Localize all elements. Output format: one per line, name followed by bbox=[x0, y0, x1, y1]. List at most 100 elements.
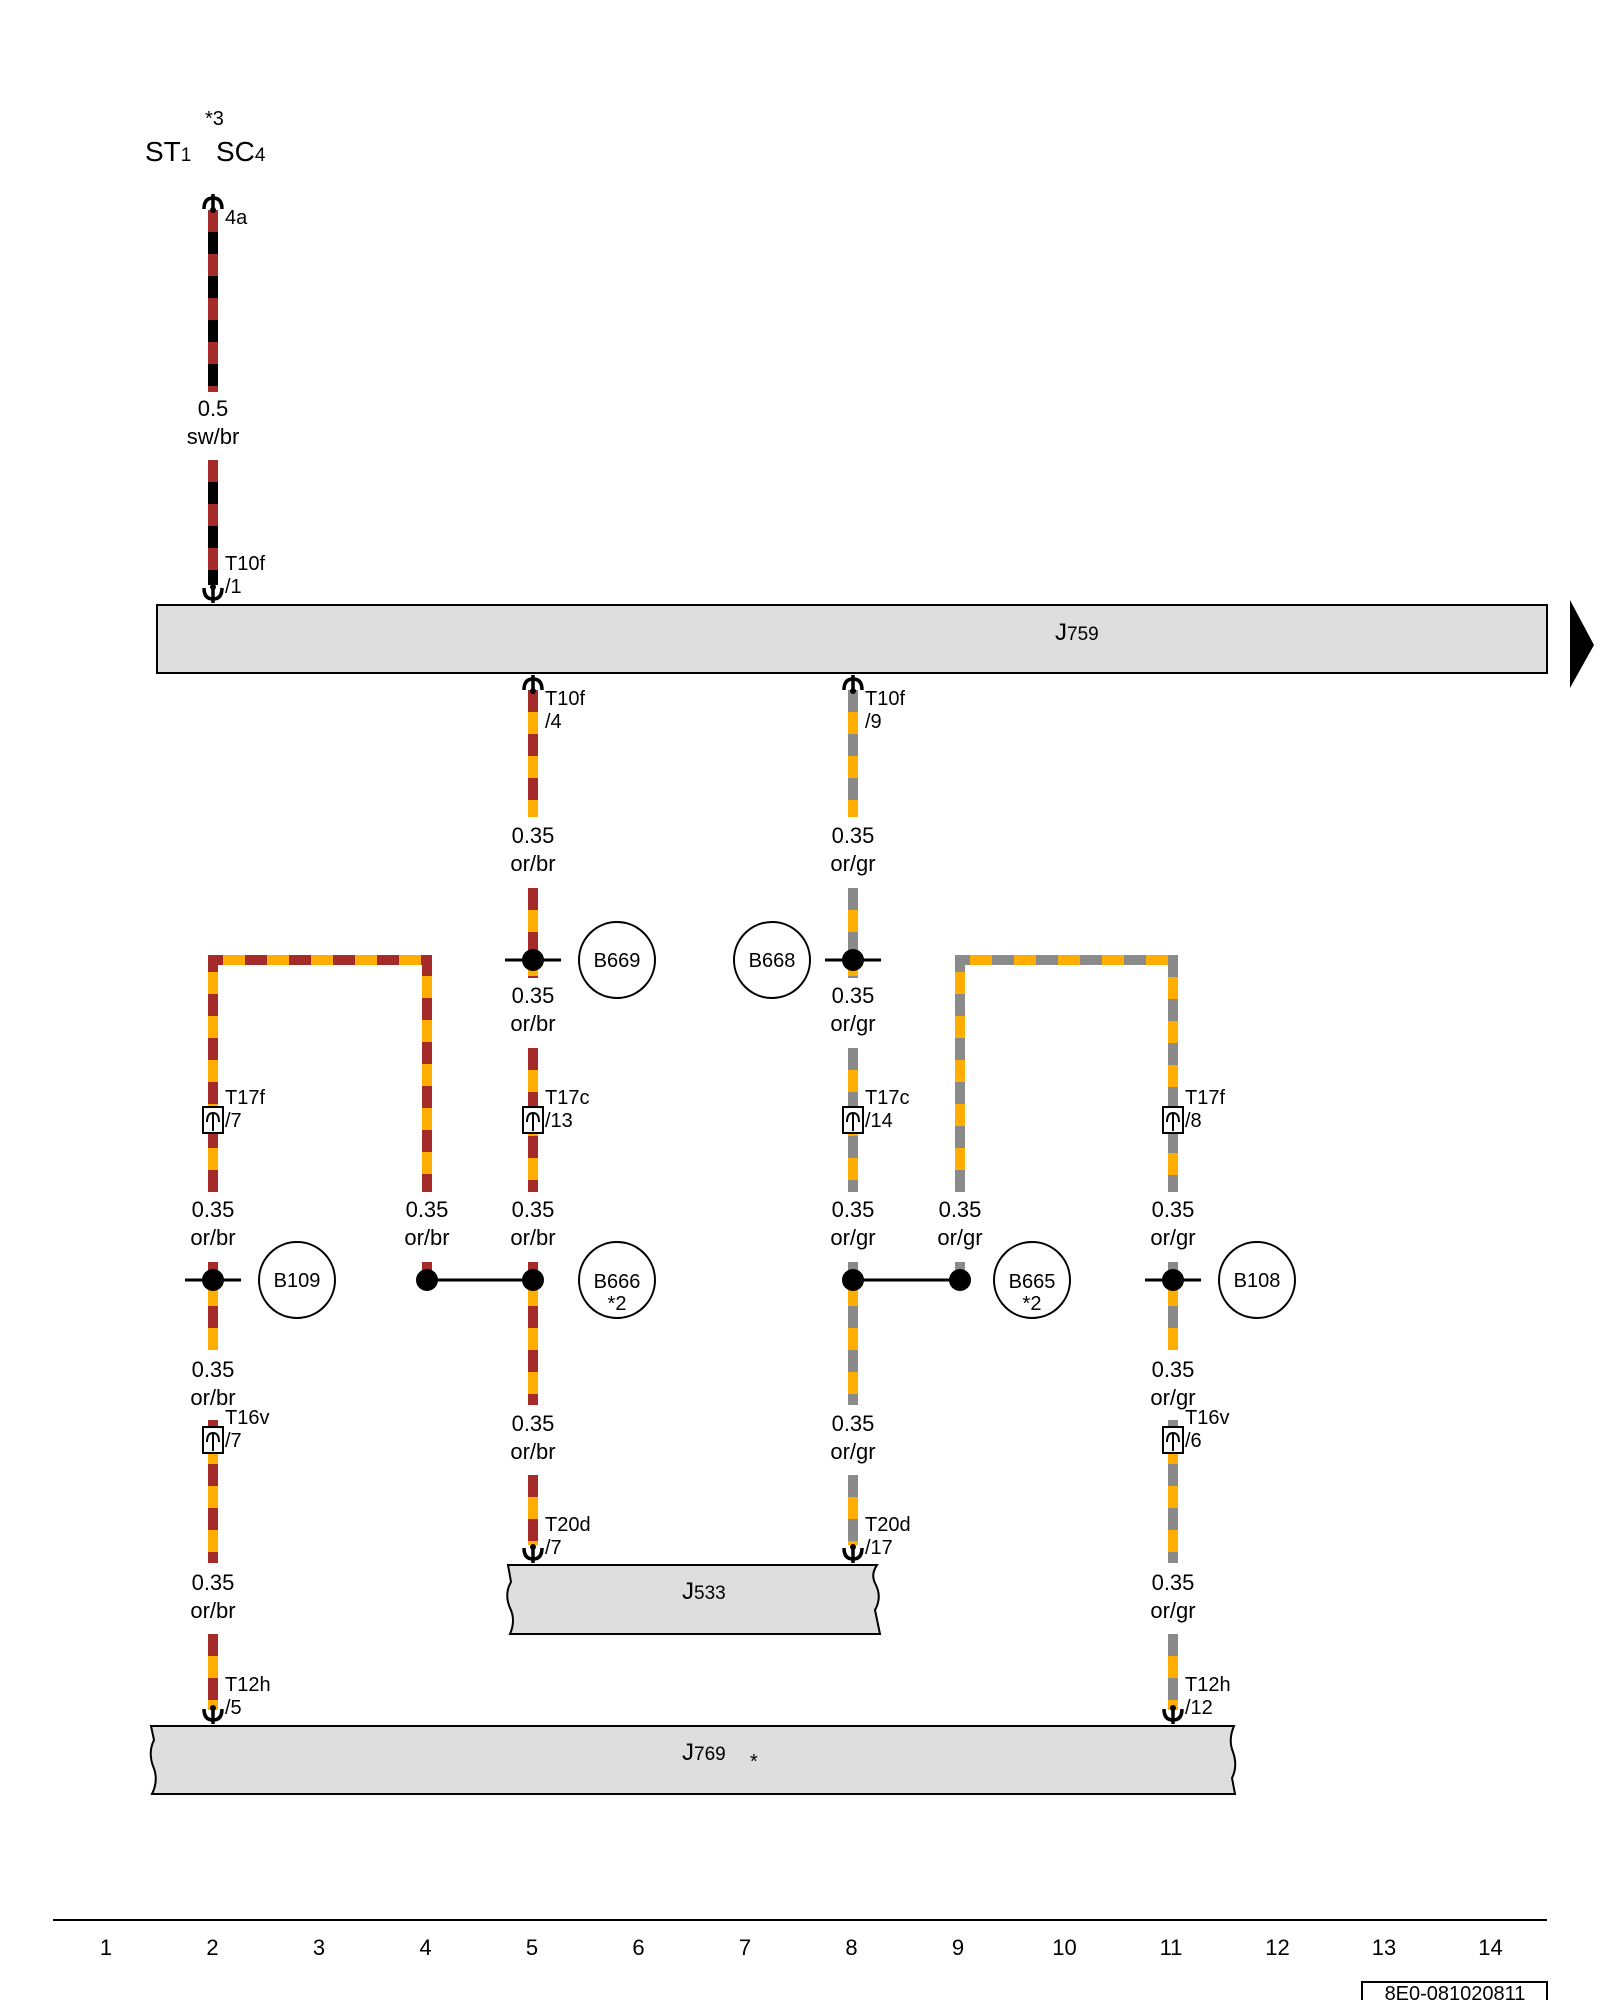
pin-t20d-7-icon bbox=[522, 1542, 544, 1565]
svg-text:T10f: T10f bbox=[545, 688, 585, 710]
connector-t17f-8-label: T17f/8 bbox=[1185, 1087, 1225, 1132]
ruler-number: 4 bbox=[419, 1935, 431, 1960]
pin-t12h-12-icon bbox=[1162, 1703, 1184, 1726]
svg-text:or/gr: or/gr bbox=[1150, 1385, 1195, 1410]
inline-connector-t16v-6-icon bbox=[1162, 1426, 1184, 1454]
svg-text:/14: /14 bbox=[865, 1110, 893, 1132]
svg-text:or/gr: or/gr bbox=[830, 1225, 875, 1250]
svg-text:or/br: or/br bbox=[510, 1225, 555, 1250]
svg-text:0.35: 0.35 bbox=[406, 1197, 449, 1222]
ruler-number: 6 bbox=[632, 1935, 644, 1960]
connector-t17c-14-label: T17c/14 bbox=[865, 1087, 909, 1132]
svg-text:/5: /5 bbox=[225, 1697, 242, 1719]
svg-text:/12: /12 bbox=[1185, 1697, 1213, 1719]
splice-label-b109: B109 bbox=[258, 1241, 336, 1319]
svg-text:/6: /6 bbox=[1185, 1430, 1202, 1452]
svg-text:B665: B665 bbox=[1009, 1271, 1056, 1293]
svg-text:T16v: T16v bbox=[1185, 1407, 1229, 1429]
svg-text:0.35: 0.35 bbox=[512, 823, 555, 848]
terminal-label-st1: ST1 bbox=[145, 136, 191, 167]
ruler-number: 3 bbox=[313, 1935, 325, 1960]
svg-text:B669: B669 bbox=[594, 950, 641, 972]
ruler-number: 14 bbox=[1478, 1935, 1502, 1960]
svg-text:or/br: or/br bbox=[404, 1225, 449, 1250]
ruler-number: 8 bbox=[845, 1935, 857, 1960]
ruler-number: 7 bbox=[739, 1935, 751, 1960]
ruler-number: 12 bbox=[1265, 1935, 1289, 1960]
svg-text:T12h: T12h bbox=[1185, 1674, 1231, 1696]
inline-connector-t17c-13-icon bbox=[522, 1106, 544, 1134]
connector-t12h-12-label: T12h/12 bbox=[1185, 1674, 1231, 1719]
svg-text:T17c: T17c bbox=[545, 1087, 589, 1109]
pin-t12h-5-icon bbox=[202, 1703, 224, 1726]
wire-label-col9-upper: 0.35 or/gr bbox=[937, 1197, 982, 1250]
svg-text:or/gr: or/gr bbox=[830, 851, 875, 876]
ruler-number: 9 bbox=[952, 1935, 964, 1960]
wire-label-col5-lower: 0.35 or/br bbox=[510, 1411, 555, 1464]
ruler-number: 1 bbox=[100, 1935, 112, 1960]
svg-text:or/br: or/br bbox=[510, 1439, 555, 1464]
splice-node-b669 bbox=[505, 949, 561, 971]
svg-text:0.35: 0.35 bbox=[939, 1197, 982, 1222]
svg-text:0.35: 0.35 bbox=[832, 983, 875, 1008]
svg-text:0.5: 0.5 bbox=[198, 396, 229, 421]
wire-label-col4-upper: 0.35 or/br bbox=[404, 1197, 449, 1250]
svg-text:or/br: or/br bbox=[510, 851, 555, 876]
ruler-number: 5 bbox=[526, 1935, 538, 1960]
connector-t20d-7-label: T20d/7 bbox=[545, 1514, 591, 1559]
svg-text:T10f: T10f bbox=[225, 553, 265, 575]
svg-text:0.35: 0.35 bbox=[1152, 1570, 1195, 1595]
wire-label-col11-upper: 0.35 or/gr bbox=[1150, 1197, 1195, 1250]
wire-label-col8-mid: 0.35 or/gr bbox=[830, 983, 875, 1036]
svg-text:or/br: or/br bbox=[190, 1385, 235, 1410]
svg-text:/1: /1 bbox=[225, 576, 242, 598]
footnote-mark: *3 bbox=[205, 108, 224, 130]
svg-text:or/br: or/br bbox=[190, 1598, 235, 1623]
component-j769-label: J769 bbox=[682, 1739, 726, 1766]
component-j759-box bbox=[156, 604, 1548, 674]
wire-or-gr-loop bbox=[955, 955, 1178, 1710]
svg-text:or/br: or/br bbox=[510, 1011, 555, 1036]
wire-label-col5-top: 0.35 or/br bbox=[510, 823, 555, 876]
splice-node-b666-left bbox=[416, 1269, 438, 1291]
svg-text:/9: /9 bbox=[865, 711, 882, 733]
svg-text:0.35: 0.35 bbox=[512, 1411, 555, 1436]
svg-text:or/gr: or/gr bbox=[830, 1011, 875, 1036]
svg-text:/17: /17 bbox=[865, 1537, 893, 1559]
svg-text:or/gr: or/gr bbox=[937, 1225, 982, 1250]
svg-text:or/gr: or/gr bbox=[1150, 1225, 1195, 1250]
svg-text:T10f: T10f bbox=[865, 688, 905, 710]
svg-text:0.35: 0.35 bbox=[1152, 1197, 1195, 1222]
reference-code-box bbox=[1361, 1981, 1548, 2000]
wire-label-col5-mid: 0.35 or/br bbox=[510, 983, 555, 1036]
inline-connector-t17c-14-icon bbox=[842, 1106, 864, 1134]
svg-text:T17f: T17f bbox=[225, 1087, 265, 1109]
connector-t20d-17-label: T20d/17 bbox=[865, 1514, 911, 1559]
connector-t10f-4-label: T10f/4 bbox=[545, 688, 585, 733]
svg-text:B666: B666 bbox=[594, 1271, 641, 1293]
ruler-number: 11 bbox=[1160, 1935, 1183, 1960]
component-j533-box bbox=[506, 1564, 882, 1635]
component-j759-label: J759 bbox=[1055, 619, 1099, 646]
inline-connector-t16v-7-icon bbox=[202, 1426, 224, 1454]
component-j533-label: J533 bbox=[682, 1578, 726, 1605]
splice-label-b108: B108 bbox=[1218, 1241, 1296, 1319]
reference-code: 8E0-081020811 bbox=[1385, 1983, 1526, 2000]
splice-label-b668: B668 bbox=[733, 921, 811, 999]
pin-t10f-4-icon bbox=[522, 673, 544, 696]
svg-text:or/gr: or/gr bbox=[830, 1439, 875, 1464]
svg-text:/7: /7 bbox=[225, 1110, 242, 1132]
svg-text:0.35: 0.35 bbox=[512, 983, 555, 1008]
svg-text:T17c: T17c bbox=[865, 1087, 909, 1109]
page-continue-arrow-icon bbox=[1570, 600, 1594, 688]
connector-t17c-13-label: T17c/13 bbox=[545, 1087, 589, 1132]
svg-text:T16v: T16v bbox=[225, 1407, 269, 1429]
pin-t10f-9-icon bbox=[842, 673, 864, 696]
splice-label-b666: B666*2 bbox=[578, 1241, 656, 1319]
connector-t16v-7-label: T16v/7 bbox=[225, 1407, 269, 1452]
